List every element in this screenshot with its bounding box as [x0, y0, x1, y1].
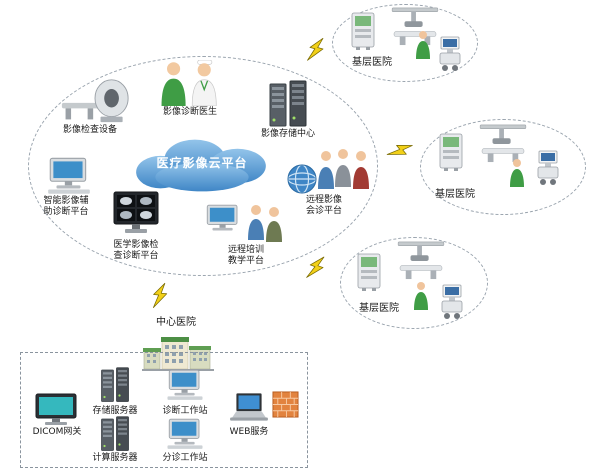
ct-scanner-icon: [58, 78, 132, 124]
central-hospital-label: 中心医院: [156, 317, 196, 328]
dicom-gateway-icon: [34, 392, 78, 426]
lightning-icon-top: [303, 34, 330, 66]
web-service-laptop-icon: [228, 392, 270, 422]
datacenter-boundary: [20, 352, 308, 468]
equipment-label: 影像检查设备: [62, 125, 117, 135]
exam-monitor-icon: [110, 190, 162, 238]
globe-icon: [286, 163, 318, 195]
compute-server-icon: [100, 415, 130, 453]
diagnosis-workstation-icon: [164, 366, 206, 404]
doctors-icon: [154, 60, 226, 106]
cluster-bottom-boundary: [340, 237, 488, 329]
consultation-people-icon: [316, 146, 372, 192]
ultrasound-cart-icon: [534, 150, 562, 186]
xray-machine-icon: [394, 240, 448, 280]
training-monitor-icon: [202, 202, 244, 238]
doctor-icon: [508, 158, 526, 188]
dicom-gateway-label: DICOM网关: [32, 427, 82, 437]
doctor-icon: [412, 281, 430, 311]
xray-machine-icon: [476, 123, 530, 163]
storage-server-label: 存储服务器: [92, 406, 138, 416]
exam-diag-label: 医学影像检 查诊断平台: [113, 240, 159, 262]
lightning-icon-right: [383, 134, 417, 167]
lightning-icon-bottom-right: [302, 251, 330, 284]
hospital-building-icon: [140, 331, 216, 371]
triage-workstation-label: 分诊工作站: [162, 453, 208, 463]
basic-hospital-right-label: 基层医院: [435, 189, 475, 200]
storage-center-label: 影像存储中心: [260, 129, 315, 139]
remote-training-label: 远程培训 教学平台: [227, 245, 264, 267]
storage-center-icon: [268, 80, 308, 128]
basic-hospital-bottom-label: 基层医院: [359, 303, 399, 314]
ai-assist-label: 智能影像辅 助诊断平台: [43, 196, 89, 218]
remote-consult-label: 远程影像 会诊平台: [305, 195, 342, 217]
medical-cabinet-icon: [356, 253, 382, 291]
ultrasound-cart-icon: [438, 284, 466, 320]
ai-workstation-icon: [44, 156, 94, 196]
training-people-icon: [244, 202, 288, 242]
triage-workstation-icon: [164, 416, 206, 452]
platform-title: 医疗影像云平台: [156, 156, 248, 170]
web-service-label: WEB服务: [229, 427, 269, 437]
doctors-label: 影像诊断医生: [162, 107, 217, 117]
medical-cabinet-icon: [350, 12, 376, 50]
doctor-icon: [414, 30, 432, 60]
cloud-shape-icon: 医疗影像云平台: [126, 134, 278, 194]
storage-server-icon: [100, 365, 130, 405]
firewall-icon: [272, 390, 299, 419]
compute-server-label: 计算服务器: [92, 453, 138, 463]
lightning-icon-central: [149, 281, 171, 311]
cluster-top-boundary: [332, 4, 478, 82]
basic-hospital-top-label: 基层医院: [352, 57, 392, 68]
medical-cabinet-icon: [438, 133, 464, 171]
cluster-right-boundary: [420, 119, 586, 215]
cloud-platform-boundary: [28, 56, 378, 276]
ultrasound-cart-icon: [436, 36, 464, 72]
diagnosis-workstation-label: 诊断工作站: [162, 406, 208, 416]
